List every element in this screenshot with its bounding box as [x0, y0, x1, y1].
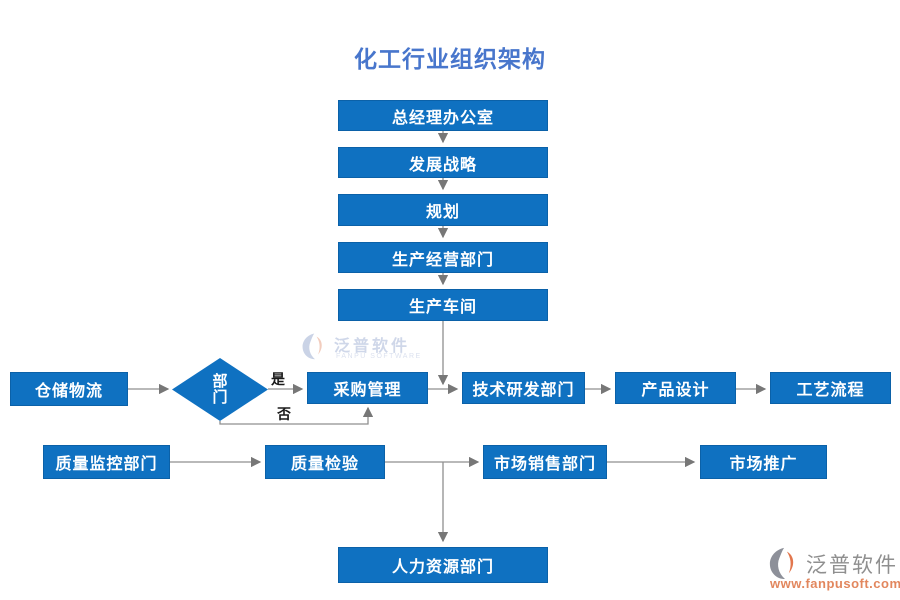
node-process-flow: 工艺流程 [770, 372, 891, 404]
node-marketing: 市场推广 [700, 445, 827, 479]
node-gm-office: 总经理办公室 [338, 100, 548, 131]
node-procurement: 采购管理 [307, 372, 428, 404]
watermark-corner-name: 泛普软件 [806, 554, 898, 577]
dept-decision-label: 部门 [212, 372, 228, 406]
watermark-corner: 泛普软件 www.fanpusoft.com [768, 546, 900, 592]
node-quality-monitor: 质量监控部门 [43, 445, 170, 479]
fanpu-logo-icon [302, 333, 322, 360]
node-dev-strategy: 发展战略 [338, 147, 548, 178]
watermark-center: 泛普软件 FANPU SOFTWARE [301, 330, 420, 368]
node-product-design: 产品设计 [615, 372, 736, 404]
page-title: 化工行业组织架构 [354, 46, 546, 72]
watermark-corner-url: www.fanpusoft.com [770, 576, 900, 591]
node-prod-dept: 生产经营部门 [338, 242, 548, 273]
arrow-no-loop [219, 406, 374, 425]
node-workshop: 生产车间 [338, 289, 548, 321]
node-planning: 规划 [338, 194, 548, 226]
node-warehouse: 仓储物流 [10, 372, 128, 406]
watermark-center-subtitle: FANPU SOFTWARE [336, 353, 422, 360]
branch-label-no: 否 [277, 406, 291, 422]
node-sales: 市场销售部门 [483, 445, 607, 479]
watermark-center-name: 泛普软件 [334, 338, 411, 355]
node-tech-rd: 技术研发部门 [462, 372, 585, 404]
node-quality-inspect: 质量检验 [265, 445, 385, 479]
node-hr: 人力资源部门 [338, 547, 548, 583]
fanpu-logo-icon [769, 547, 794, 580]
branch-label-yes: 是 [271, 371, 285, 387]
